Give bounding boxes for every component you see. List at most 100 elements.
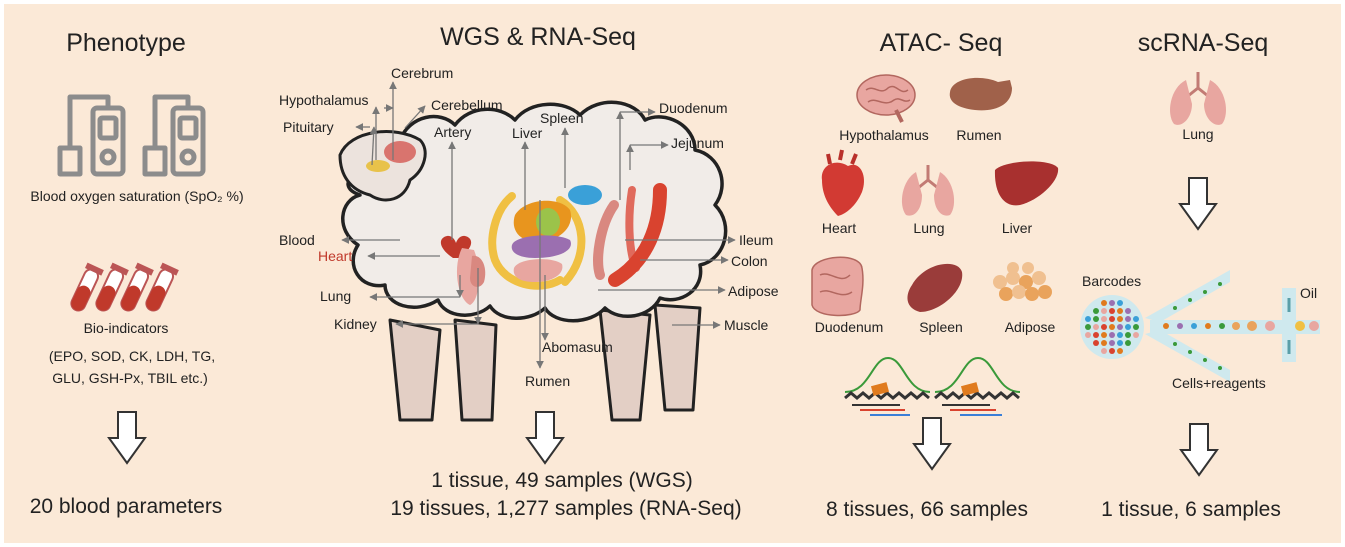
pituitary-organ — [366, 160, 390, 172]
oil-label: Oil — [1300, 285, 1317, 301]
barcode-bead — [1117, 300, 1123, 306]
barcode-bead — [1093, 316, 1099, 322]
barcode-bead — [1125, 340, 1131, 346]
barcode-bead — [1125, 308, 1131, 314]
atac-peaks-schematic — [844, 356, 1021, 416]
atac-tissue-duodenum: Duodenum — [815, 319, 884, 335]
barcode-bead — [1133, 316, 1139, 322]
label-duodenum: Duodenum — [659, 100, 728, 116]
barcode-bead — [1125, 332, 1131, 338]
atac-title: ATAC- Seq — [880, 29, 1003, 57]
label-pituitary: Pituitary — [283, 119, 334, 135]
blood-tubes-icon — [70, 262, 179, 312]
label-liver: Liver — [512, 125, 543, 141]
barcode-bead — [1109, 340, 1115, 346]
atac-tissue-lung: Lung — [913, 220, 944, 236]
phenotype-result: 20 blood parameters — [30, 495, 223, 518]
rumen-icon — [949, 77, 1012, 111]
barcode-bead — [1117, 324, 1123, 330]
bio-indicators-label: Bio-indicators — [84, 320, 169, 336]
barcode-bead — [1125, 324, 1131, 330]
label-ileum: Ileum — [739, 232, 773, 248]
label-kidney: Kidney — [334, 316, 377, 332]
barcodes-label: Barcodes — [1082, 273, 1141, 289]
barcode-bead — [1117, 348, 1123, 354]
microfluidic-chip — [1080, 270, 1320, 382]
label-rumen: Rumen — [525, 373, 570, 389]
spleen-icon — [907, 263, 963, 312]
down-arrow-icon — [107, 411, 147, 465]
barcode-bead — [1085, 324, 1091, 330]
barcode-bead — [1093, 340, 1099, 346]
bio-list-line-1: (EPO, SOD, CK, LDH, TG, — [49, 348, 215, 364]
atac-tissue-liver: Liver — [1002, 220, 1033, 236]
duodenum-icon — [811, 256, 864, 317]
barcode-bead — [1109, 316, 1115, 322]
atac-tissue-spleen: Spleen — [919, 319, 963, 335]
scrna-tissue: Lung — [1182, 126, 1213, 142]
barcode-bead — [1125, 316, 1131, 322]
barcode-bead — [1133, 332, 1139, 338]
label-lung: Lung — [320, 288, 351, 304]
phenotype-title: Phenotype — [66, 29, 186, 57]
lung-icon — [901, 165, 955, 216]
wgs-result-2: 19 tissues, 1,277 samples (RNA-Seq) — [390, 497, 741, 520]
barcode-bead — [1101, 324, 1107, 330]
barcode-bead — [1101, 300, 1107, 306]
barcode-bead — [1109, 332, 1115, 338]
barcode-bead — [1093, 332, 1099, 338]
label-spleen: Spleen — [540, 110, 584, 126]
barcode-bead — [1117, 332, 1123, 338]
atac-tissue-hypothalamus: Hypothalamus — [839, 127, 929, 143]
down-arrow-icon — [1179, 423, 1219, 477]
barcode-bead — [1133, 324, 1139, 330]
sheep-annotation-arrows — [341, 81, 736, 369]
atac-tissue-adipose: Adipose — [1005, 319, 1056, 335]
barcode-bead — [1101, 332, 1107, 338]
barcode-bead — [1085, 316, 1091, 322]
atac-result: 8 tissues, 66 samples — [826, 498, 1028, 521]
barcode-bead — [1101, 308, 1107, 314]
barcode-bead — [1093, 308, 1099, 314]
label-colon: Colon — [731, 253, 768, 269]
scrna-title: scRNA-Seq — [1138, 29, 1269, 57]
barcode-bead — [1109, 308, 1115, 314]
barcode-bead — [1109, 348, 1115, 354]
liver-icon — [994, 161, 1059, 206]
barcode-bead — [1085, 332, 1091, 338]
label-hypothalamus: Hypothalamus — [279, 92, 369, 108]
label-cerebellum: Cerebellum — [431, 97, 503, 113]
barcode-bead — [1109, 324, 1115, 330]
cerebrum-organ — [384, 141, 416, 163]
barcode-bead — [1117, 316, 1123, 322]
wgs-title: WGS & RNA-Seq — [440, 23, 636, 51]
barcode-bead — [1109, 300, 1115, 306]
atac-tissue-rumen: Rumen — [956, 127, 1001, 143]
label-cerebrum: Cerebrum — [391, 65, 453, 81]
spo2-label: Blood oxygen saturation (SpO₂ %) — [30, 188, 243, 204]
adipose-icon — [993, 262, 1052, 301]
barcode-bead — [1117, 340, 1123, 346]
heart-icon — [821, 149, 865, 216]
down-arrow-icon — [912, 417, 952, 471]
down-arrow-icon — [525, 411, 565, 465]
label-adipose: Adipose — [728, 283, 779, 299]
barcode-bead — [1101, 348, 1107, 354]
label-jejunum: Jejunum — [671, 135, 724, 151]
down-arrow-icon — [1178, 177, 1218, 231]
lung-icon — [1170, 72, 1226, 125]
barcode-bead — [1101, 316, 1107, 322]
cells-reagents-label: Cells+reagents — [1172, 375, 1266, 391]
scrna-result: 1 tissue, 6 samples — [1101, 498, 1281, 521]
barcode-bead — [1101, 340, 1107, 346]
oximeter-icon — [57, 94, 206, 177]
hypothalamus-icon — [856, 74, 916, 123]
atac-tissue-heart: Heart — [822, 220, 856, 236]
wgs-result-1: 1 tissue, 49 samples (WGS) — [431, 469, 692, 492]
label-abomasum: Abomasum — [542, 339, 613, 355]
bio-list-line-2: GLU, GSH-Px, TBIL etc.) — [52, 370, 208, 386]
barcode-bead — [1093, 324, 1099, 330]
barcode-bead — [1117, 308, 1123, 314]
label-artery: Artery — [434, 124, 471, 140]
